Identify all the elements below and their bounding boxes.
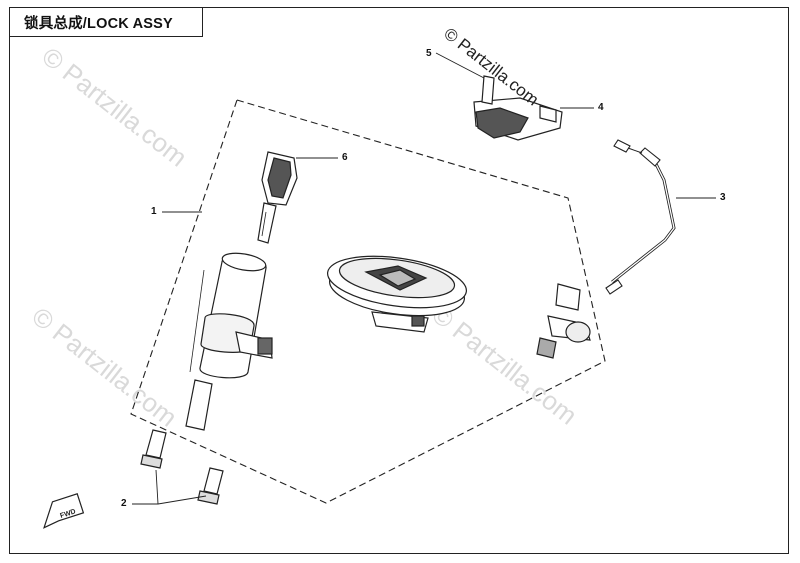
assembly-boundary: [130, 99, 606, 504]
callout-6: 6: [342, 152, 348, 163]
svg-text:FWD: FWD: [59, 508, 76, 520]
callout-4: 4: [598, 102, 604, 113]
callout-1: 1: [151, 206, 157, 217]
fwd-arrow: FWD: [43, 493, 85, 529]
lock-cylinder: [185, 252, 273, 431]
lock-switch: [536, 283, 591, 359]
key-part: [257, 151, 298, 244]
cable-part: [605, 139, 676, 295]
svg-text:© Partzilla.com: © Partzilla.com: [26, 301, 183, 433]
screw-right: [197, 467, 224, 505]
leader-lines: [132, 52, 716, 505]
title-box: 锁具总成/LOCK ASSY: [9, 7, 203, 37]
callout-3: 3: [720, 192, 726, 203]
callout-5: 5: [426, 48, 432, 59]
svg-text:© Partzilla.com: © Partzilla.com: [36, 41, 193, 173]
lock-bracket: [473, 75, 563, 141]
drawing-frame: [9, 7, 789, 554]
callout-2: 2: [121, 498, 127, 509]
bolt-part: [481, 75, 495, 105]
screw-left: [140, 429, 167, 469]
fuel-cap: [327, 255, 467, 333]
page-title: 锁具总成/LOCK ASSY: [24, 15, 173, 32]
